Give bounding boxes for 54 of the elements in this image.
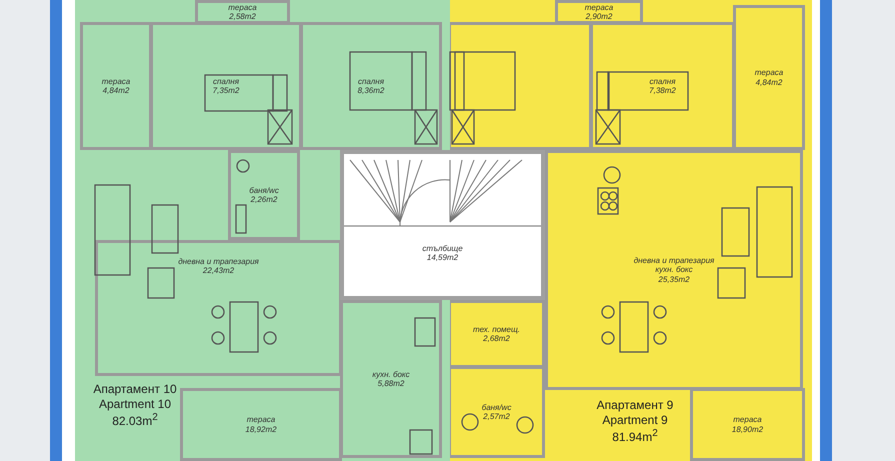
- room-label: 7,35m2: [212, 86, 240, 96]
- room-label: 8,36m2: [358, 86, 384, 96]
- room-label: спалня: [650, 76, 676, 86]
- room-label: 2,90m2: [586, 12, 612, 22]
- room-label: тераса: [754, 68, 784, 78]
- room-label: стълбище: [422, 244, 463, 254]
- room-outline: [590, 22, 735, 150]
- stairwell-area: [340, 150, 545, 300]
- room-label: тераса: [228, 2, 257, 12]
- room-label: баня/wc: [482, 402, 512, 412]
- room-label: спалня: [358, 76, 384, 86]
- room-label: спалня: [213, 76, 239, 86]
- room-label: 18,90m2: [732, 424, 764, 434]
- room-label: 2,58m2: [229, 12, 256, 22]
- room-label: 5,88m2: [378, 379, 404, 388]
- apartment-label: 82.03m$^{2}$: [112, 412, 158, 429]
- room-outline: [448, 22, 592, 150]
- room-label: 18,92m2: [245, 424, 277, 434]
- room-label: 22,43m2: [202, 266, 234, 276]
- room-label: 2,57m2: [483, 412, 510, 422]
- room-label: тераса: [584, 2, 614, 12]
- apartment-label: Апартамент 9: [596, 398, 674, 413]
- room-label: баня/wc: [249, 186, 279, 195]
- apartment-label: 81.94m$^{2}$: [612, 428, 658, 445]
- room-label: дневна и трапезария: [634, 256, 714, 266]
- room-label: тераса: [733, 415, 762, 424]
- room-label: тех. помещ.: [472, 324, 520, 334]
- room-outline: [195, 0, 290, 24]
- apartment-label: Apartment 9: [602, 413, 668, 428]
- room-label: 2,26m2: [250, 195, 278, 204]
- room-label: кухн. бокс: [655, 265, 693, 275]
- room-outline: [733, 5, 805, 150]
- room-label: 4,84m2: [102, 86, 130, 96]
- room-outline: [80, 22, 152, 150]
- room-outline: [180, 388, 342, 461]
- room-outline: [300, 22, 442, 150]
- room-label: 2,68m2: [483, 334, 510, 344]
- room-outline: [150, 22, 302, 150]
- room-outline: [545, 150, 803, 390]
- room-label: кухн. бокс: [372, 370, 410, 379]
- room-label: 14,59m2: [426, 253, 458, 262]
- room-outline: [448, 300, 545, 368]
- room-outline: [228, 150, 300, 240]
- room-label: 4,84m2: [756, 78, 782, 87]
- room-label: 25,35m2: [658, 274, 690, 284]
- room-label: дневна и трапезария: [178, 257, 259, 266]
- room-outline: [690, 388, 805, 461]
- room-outline: [448, 366, 545, 458]
- apartment-label: Апартамент 10: [93, 382, 177, 397]
- room-outline: [555, 0, 643, 24]
- room-label: 7,38m2: [649, 86, 676, 96]
- apartment-label: Apartment 10: [98, 397, 172, 412]
- room-label: тераса: [102, 76, 130, 86]
- room-label: тераса: [246, 415, 276, 424]
